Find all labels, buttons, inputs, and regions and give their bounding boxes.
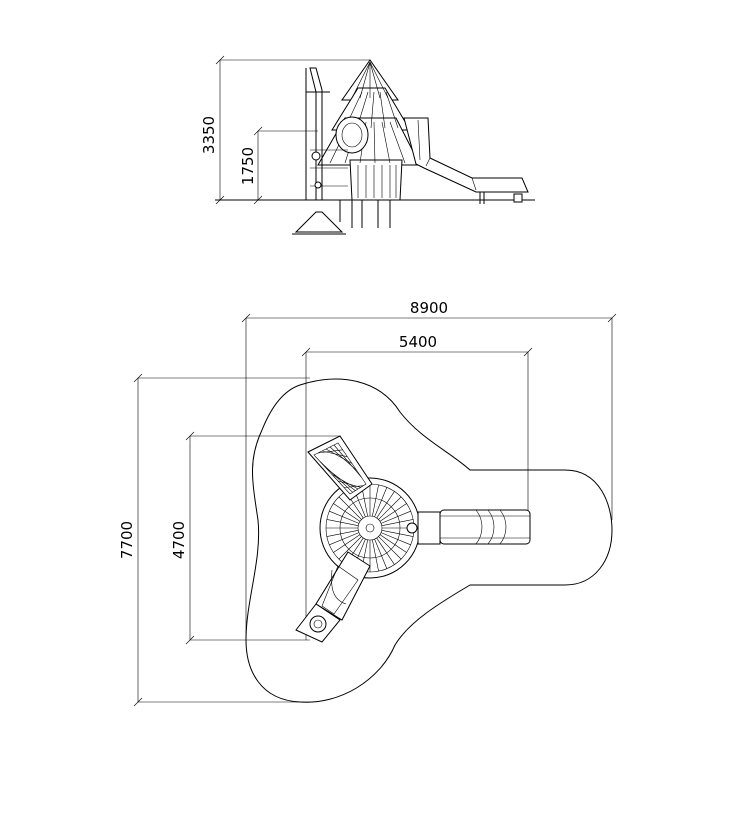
plan-view: 8900 5400 7700 4700 (118, 299, 617, 707)
platform-spoke (376, 537, 395, 565)
platform-spoke (379, 534, 407, 553)
platform-spoke (333, 534, 361, 553)
side-elevation: 3350 1750 (200, 55, 535, 235)
platform-spoke (380, 510, 411, 524)
platform-spoke (326, 519, 359, 526)
overall-width-label: 8900 (410, 299, 448, 317)
dimension-equipment-depth (185, 431, 340, 645)
climbing-pole (292, 67, 348, 235)
overall-depth-label: 7700 (118, 521, 136, 559)
platform-height-label: 1750 (239, 147, 257, 185)
safety-zone-outline (245, 378, 613, 703)
net-strand (343, 485, 364, 488)
platform-spoke (379, 503, 407, 522)
platform-spoke (372, 484, 379, 517)
platform-spoke (338, 496, 362, 520)
platform-spoke (372, 539, 379, 572)
dimension-overall-width (241, 313, 617, 640)
platform-spoke (374, 538, 388, 569)
platform-spoke (374, 487, 388, 518)
platform-spoke (329, 532, 360, 546)
platform-spoke (329, 510, 360, 524)
platform-spoke (378, 536, 402, 560)
platform-spoke (380, 532, 411, 546)
dimension-platform-height (253, 126, 318, 205)
platform-spoke (381, 519, 414, 526)
total-height-label: 3350 (200, 116, 218, 154)
net-climber (307, 435, 373, 501)
platform-spoke (326, 530, 359, 537)
platform-spoke (338, 536, 362, 560)
net-strand (333, 444, 362, 478)
platform-spoke (378, 496, 402, 520)
central-platform (319, 477, 421, 579)
tree-tower (317, 59, 421, 228)
dimension-equipment-width (301, 347, 533, 640)
slide-side (403, 117, 529, 204)
platform-spoke (381, 530, 414, 537)
equipment-depth-label: 4700 (170, 521, 188, 559)
slide-plan (417, 509, 531, 545)
dimension-total-height (215, 55, 370, 205)
platform-spoke (333, 503, 361, 522)
tube-climber (295, 551, 371, 643)
dimension-overall-depth (133, 373, 310, 707)
equipment-width-label: 5400 (399, 333, 437, 351)
platform-spoke (376, 491, 395, 519)
